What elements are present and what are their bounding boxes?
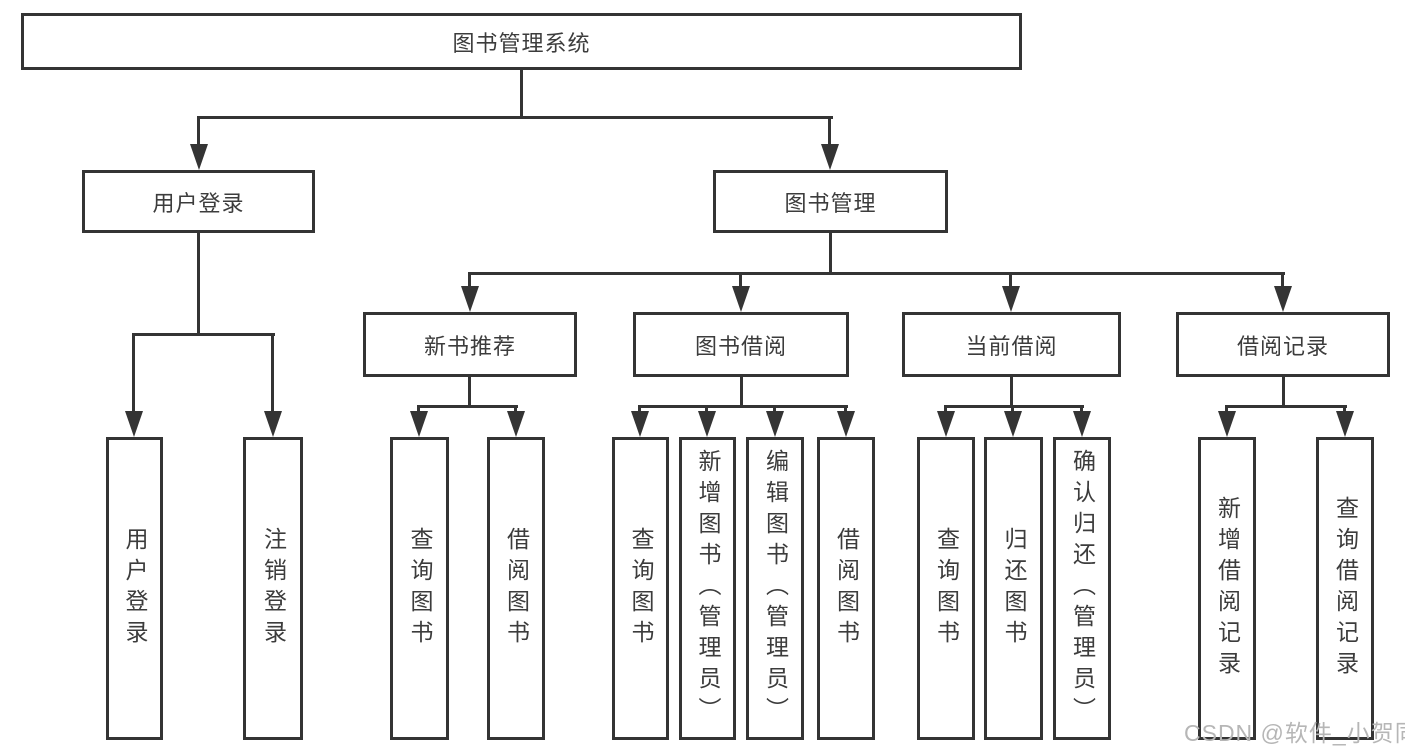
node-new-book-rec: 新书推荐	[363, 312, 577, 377]
node-nb-borrow: 借阅图书	[487, 437, 545, 740]
node-library-system: 图书管理系统	[21, 13, 1022, 70]
connector-book-mgmt-drop	[829, 233, 832, 275]
node-book-mgmt: 图书管理	[713, 170, 948, 233]
connector-current-borrow-bus	[944, 405, 1084, 408]
connector-borrow-record-bus	[1225, 405, 1347, 408]
connector-root-drop	[520, 70, 523, 119]
node-nb-query-label: 查询图书	[407, 526, 433, 651]
connector-user-login-drop	[197, 233, 200, 336]
connector-borrow-record-drop	[1282, 377, 1285, 408]
node-bb-edit: 编辑图书（管理员）	[746, 437, 804, 740]
csdn-watermark: CSDN @软件_小贺同学	[1184, 720, 1405, 746]
arrow-to-new-book-rec	[461, 272, 479, 312]
node-logout: 注销登录	[243, 437, 303, 740]
node-br-query-label: 查询借阅记录	[1332, 495, 1359, 682]
arrow-to-bb-query	[631, 405, 649, 437]
arrow-to-user-login	[190, 116, 208, 170]
node-user-login: 用户登录	[82, 170, 315, 233]
arrow-to-cb-query	[937, 405, 955, 437]
arrow-to-cb-return	[1004, 405, 1022, 437]
node-login: 用户登录	[106, 437, 163, 740]
connector-level2-bus	[468, 272, 1285, 275]
arrow-to-book-mgmt	[821, 116, 839, 170]
connector-level1-bus	[197, 116, 833, 119]
node-book-borrow: 图书借阅	[633, 312, 849, 377]
node-bb-borrow: 借阅图书	[817, 437, 875, 740]
node-login-label: 用户登录	[122, 526, 148, 651]
node-cb-query-label: 查询图书	[933, 526, 960, 651]
node-book-borrow-label: 图书借阅	[694, 333, 787, 359]
node-book-mgmt-label: 图书管理	[784, 190, 877, 216]
node-library-system-label: 图书管理系统	[452, 30, 591, 56]
node-nb-borrow-label: 借阅图书	[503, 526, 530, 651]
arrow-to-bb-add	[698, 405, 716, 437]
arrow-to-cb-confirm	[1073, 405, 1091, 437]
node-br-query: 查询借阅记录	[1316, 437, 1374, 740]
node-bb-borrow-label: 借阅图书	[833, 526, 860, 651]
connector-new-book-rec-bus	[418, 405, 518, 408]
node-br-add-label: 新增借阅记录	[1214, 495, 1241, 682]
arrow-to-borrow-record	[1274, 272, 1292, 312]
node-cb-confirm: 确认归还（管理员）	[1053, 437, 1111, 740]
node-current-borrow: 当前借阅	[902, 312, 1121, 377]
node-cb-return-label: 归还图书	[1001, 526, 1027, 651]
arrow-to-br-add	[1218, 405, 1236, 437]
arrow-to-bb-borrow	[837, 405, 855, 437]
connector-user-login-bus	[133, 333, 275, 336]
arrow-to-br-query	[1336, 405, 1354, 437]
node-cb-return: 归还图书	[984, 437, 1043, 740]
connector-book-borrow-bus	[639, 405, 848, 408]
node-borrow-record-label: 借阅记录	[1236, 333, 1329, 359]
node-bb-query-label: 查询图书	[628, 526, 654, 651]
node-logout-label: 注销登录	[260, 526, 287, 651]
connector-book-borrow-drop	[740, 377, 743, 408]
arrow-to-nb-query	[410, 405, 428, 437]
node-bb-add: 新增图书（管理员）	[679, 437, 736, 740]
node-bb-edit-label: 编辑图书（管理员）	[762, 449, 789, 728]
connector-new-book-rec-drop	[468, 377, 471, 408]
node-borrow-record: 借阅记录	[1176, 312, 1390, 377]
node-new-book-rec-label: 新书推荐	[423, 333, 516, 359]
node-cb-confirm-label: 确认归还（管理员）	[1069, 449, 1096, 728]
node-current-borrow-label: 当前借阅	[965, 333, 1058, 359]
arrow-to-bb-edit	[766, 405, 784, 437]
node-bb-query: 查询图书	[612, 437, 669, 740]
node-nb-query: 查询图书	[390, 437, 449, 740]
arrow-to-book-borrow	[732, 272, 750, 312]
node-user-login-label: 用户登录	[152, 190, 245, 216]
node-bb-add-label: 新增图书（管理员）	[695, 449, 721, 728]
node-br-add: 新增借阅记录	[1198, 437, 1256, 740]
arrow-to-logout	[264, 333, 282, 437]
arrow-to-login	[125, 333, 143, 437]
connector-current-borrow-drop	[1010, 377, 1013, 408]
node-cb-query: 查询图书	[917, 437, 975, 740]
arrow-to-nb-borrow	[507, 405, 525, 437]
arrow-to-current-borrow	[1002, 272, 1020, 312]
